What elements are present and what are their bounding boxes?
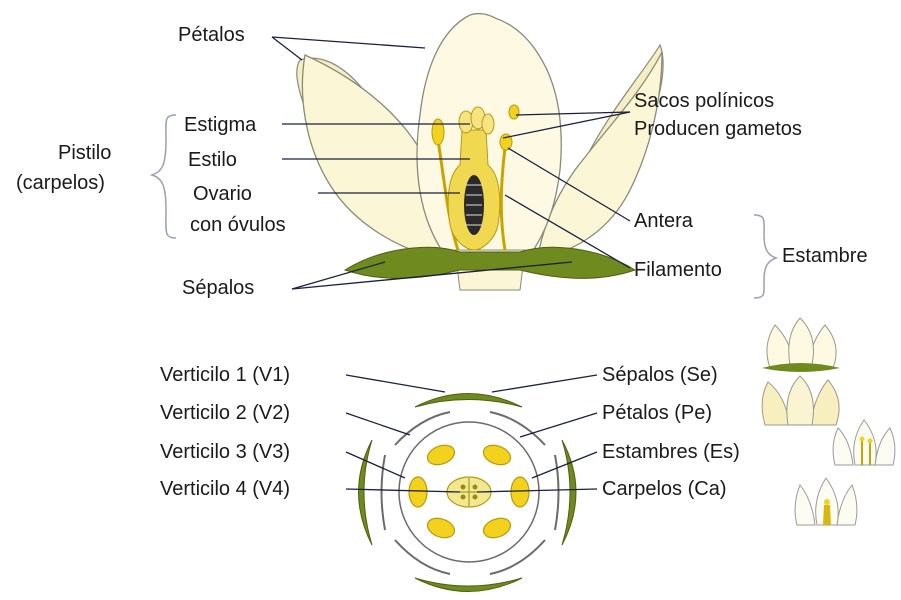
- petal-arc-3: [490, 540, 545, 574]
- sepal-arc-left: [359, 440, 373, 545]
- label-verticilo-4: Verticilo 4 (V4): [160, 478, 290, 500]
- sepal-arc-top: [415, 394, 522, 408]
- anther-top: [509, 105, 519, 119]
- petal-arc-5: [382, 455, 386, 530]
- label-estilo: Estilo: [188, 149, 237, 171]
- thumb-carpels: [795, 478, 857, 525]
- flower-illustration: [297, 14, 663, 290]
- label-producen-gametos: Producen gametos: [634, 118, 802, 140]
- label-estambre: Estambre: [782, 245, 868, 267]
- label-petalos-pe: Pétalos (Pe): [602, 402, 712, 424]
- sepal-arc-right: [562, 440, 576, 545]
- sepal-arc-bottom: [415, 578, 522, 592]
- label-estambres-es: Estambres (Es): [602, 441, 740, 463]
- label-carpelos: (carpelos): [16, 172, 105, 194]
- label-sepalos-se: Sépalos (Se): [602, 364, 718, 386]
- label-filamento: Filamento: [634, 259, 722, 281]
- floral-diagram: [359, 394, 577, 592]
- estambre-bracket: [754, 215, 776, 298]
- thumb-petals: [762, 376, 839, 425]
- label-verticilo-2: Verticilo 2 (V2): [160, 402, 290, 424]
- stamen-3: [409, 477, 427, 507]
- label-sepalos: Sépalos: [182, 277, 254, 299]
- label-carpelos-ca: Carpelos (Ca): [602, 478, 726, 500]
- petal-arc-6: [555, 455, 559, 530]
- pistilo-bracket: [152, 115, 176, 238]
- stamen-1: [425, 442, 457, 468]
- thumb-stamens: [833, 420, 895, 465]
- label-verticilo-1: Verticilo 1 (V1): [160, 364, 290, 386]
- stamen-6: [481, 515, 513, 541]
- stamen-2: [481, 442, 513, 468]
- label-sacos-polinicos: Sacos polínicos: [634, 90, 774, 112]
- anther-left: [432, 119, 444, 145]
- stamen-5: [425, 515, 457, 541]
- whorl-leader-lines: [346, 375, 597, 492]
- label-verticilo-3: Verticilo 3 (V3): [160, 441, 290, 463]
- thumb-sepals: [762, 318, 840, 372]
- label-con-ovulos: con óvulos: [190, 214, 286, 236]
- label-ovario: Ovario: [193, 183, 252, 205]
- label-pistilo: Pistilo: [58, 142, 111, 164]
- label-estigma: Estigma: [184, 114, 256, 136]
- label-antera: Antera: [634, 210, 693, 232]
- label-petalos: Pétalos: [178, 24, 245, 46]
- stamen-4: [511, 477, 529, 507]
- stigma-lobe-3: [482, 114, 494, 134]
